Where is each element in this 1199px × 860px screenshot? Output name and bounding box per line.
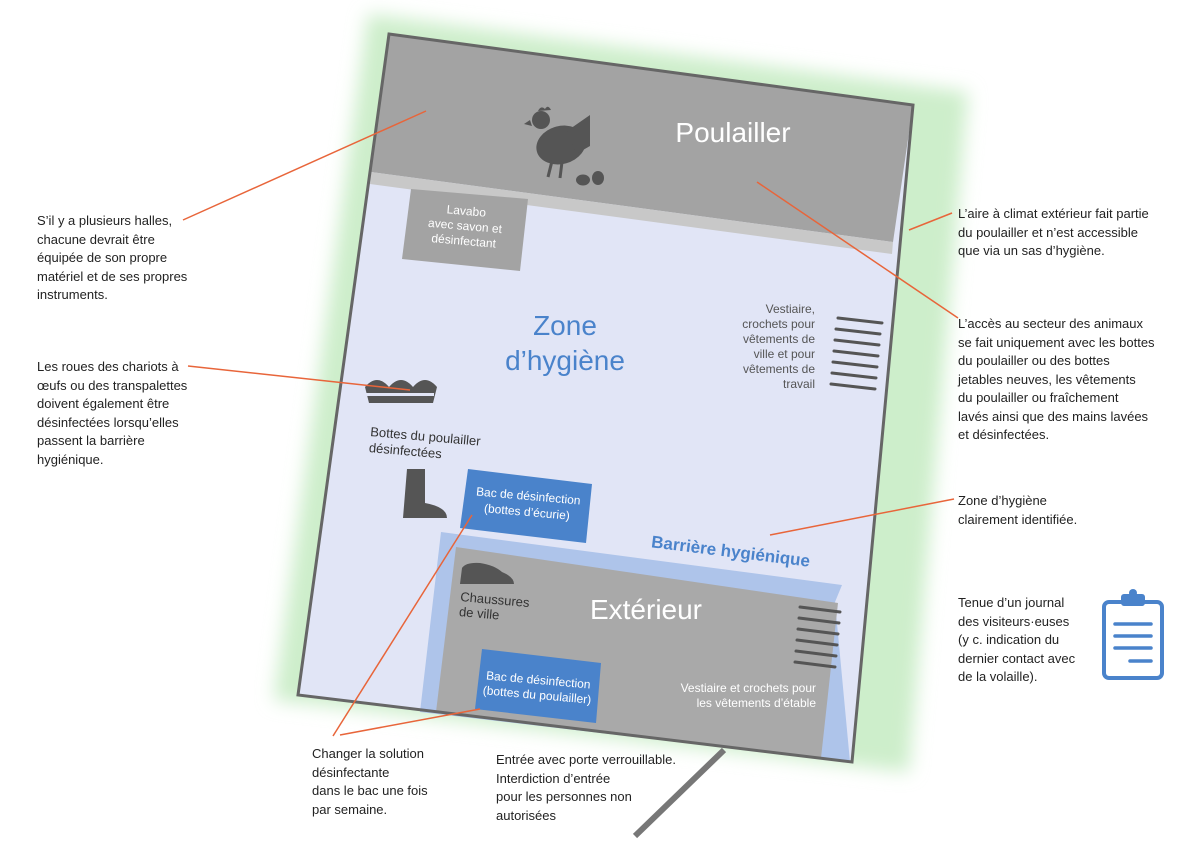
note-entrance-line: pour les personnes non bbox=[496, 789, 632, 804]
label-boots-poultry: Bottes du poulaillerdésinfectées bbox=[368, 424, 482, 465]
room-exterior: Extérieur bbox=[590, 594, 702, 625]
note-access-line: L’accès au secteur des animaux bbox=[958, 316, 1143, 331]
note-access: L’accès au secteur des animaux se fait un… bbox=[958, 315, 1155, 445]
label-sink-line: avec savon et bbox=[428, 216, 504, 236]
label-cloakroom-line: ville et pour bbox=[754, 347, 815, 361]
boot-icon bbox=[403, 469, 447, 518]
label-town-shoes-line: de ville bbox=[458, 604, 500, 622]
label-town-shoes: Chaussuresde ville bbox=[458, 589, 530, 625]
note-journal: Tenue d’un journal des visiteurs·euses (y … bbox=[958, 594, 1075, 687]
label-boots-poultry-line: désinfectées bbox=[368, 440, 443, 461]
note-entrance: Entrée avec porte verrouillable. Interdic… bbox=[496, 751, 676, 825]
note-access-line: et désinfectées. bbox=[958, 427, 1050, 442]
note-solution-line: dans le bac une fois bbox=[312, 783, 428, 798]
note-entrance-line: autorisées bbox=[496, 807, 556, 823]
note-wheels-line: désinfectées lorsqu’elles bbox=[37, 414, 179, 430]
eggs-icon bbox=[576, 171, 604, 186]
note-journal-line: des visiteurs·euses bbox=[958, 613, 1070, 629]
egg-tray-icon bbox=[365, 380, 437, 403]
note-solution-line: par semaine. bbox=[312, 801, 388, 817]
building-outline bbox=[296, 32, 915, 764]
leader-lines bbox=[182, 110, 959, 737]
note-wheels-line: œufs ou des transpalettes bbox=[37, 377, 188, 393]
label-town-shoes-line: Chaussures bbox=[460, 589, 531, 610]
poultry-house-edge bbox=[370, 172, 893, 254]
note-journal-line: (y c. indication du bbox=[958, 632, 1060, 647]
note-access-line: se fait uniquement avec les bottes bbox=[958, 334, 1155, 350]
note-zone-identified-line: Zone d’hygiène bbox=[958, 493, 1047, 508]
leader-solution-a bbox=[332, 514, 473, 737]
shoe-icon bbox=[460, 562, 514, 584]
note-zone-identified: Zone d’hygiène clairement identifiée. bbox=[958, 492, 1077, 529]
room-poultry-house: Poulailler bbox=[675, 117, 790, 148]
note-outdoor-area-line: L’aire à climat extérieur fait partie bbox=[958, 206, 1149, 221]
note-access-line: du poulailler ou des bottes bbox=[958, 353, 1110, 368]
note-halls-line: chacune devrait être bbox=[37, 231, 155, 247]
note-halls: S’il y a plusieurs halles, chacune devrai… bbox=[37, 212, 187, 305]
note-outdoor-area-line: que via un sas d’hygiène. bbox=[958, 243, 1105, 258]
note-halls-line: matériel et de ses propres bbox=[37, 268, 188, 284]
sink-box bbox=[402, 189, 528, 271]
note-wheels: Les roues des chariots à œufs ou des tran… bbox=[37, 358, 187, 469]
leader-outdoor bbox=[908, 212, 953, 231]
note-wheels-line: passent la barrière bbox=[37, 433, 145, 448]
clipboard-icon bbox=[1102, 589, 1164, 680]
chicken-icon bbox=[524, 106, 590, 179]
note-journal-line: de la volaille). bbox=[958, 669, 1038, 684]
note-wheels-line: hygiénique. bbox=[37, 451, 104, 467]
note-entrance-line: Interdiction d’entrée bbox=[496, 770, 611, 786]
leader-zone bbox=[769, 498, 955, 536]
poultry-house-area bbox=[371, 34, 913, 242]
note-solution-line: Changer la solution bbox=[312, 746, 425, 761]
room-hygiene-zone-line1: Zone bbox=[533, 310, 597, 341]
note-halls-line: instruments. bbox=[37, 287, 108, 302]
note-access-line: lavés ainsi que des mains lavées bbox=[958, 408, 1149, 424]
note-wheels-line: Les roues des chariots à bbox=[37, 359, 179, 374]
note-halls-line: équipée de son propre bbox=[37, 250, 168, 265]
label-cloakroom-line: travail bbox=[783, 377, 815, 391]
note-outdoor-area-line: du poulailler et n’est accessible bbox=[958, 224, 1138, 240]
note-entrance-line: Entrée avec porte verrouillable. bbox=[496, 752, 676, 767]
label-cloakroom-line: vêtements de bbox=[743, 362, 815, 376]
hooks-icon bbox=[829, 316, 884, 391]
label-cloakroom-line: crochets pour bbox=[742, 317, 815, 331]
note-journal-line: dernier contact avec bbox=[958, 650, 1076, 666]
hooks-icon bbox=[793, 605, 842, 669]
label-cloakroom-line: Vestiaire, bbox=[766, 302, 815, 316]
room-hygiene-zone-line2: d’hygiène bbox=[505, 345, 625, 376]
note-outdoor-area: L’aire à climat extérieur fait partie du … bbox=[958, 205, 1149, 261]
note-wheels-line: doivent également être bbox=[37, 396, 170, 411]
note-halls-line: S’il y a plusieurs halles, bbox=[37, 213, 173, 228]
tub-stable-boots bbox=[460, 469, 592, 543]
leader-solution-b bbox=[339, 708, 481, 736]
leader-halls bbox=[182, 110, 427, 221]
note-journal-line: Tenue d’un journal bbox=[958, 595, 1065, 610]
label-stable-cloakroom-line: les vêtements d’étable bbox=[697, 696, 817, 710]
note-zone-identified-line: clairement identifiée. bbox=[958, 511, 1078, 527]
label-sink-line: désinfectant bbox=[431, 231, 497, 251]
label-stable-cloakroom-line: Vestiaire et crochets pour bbox=[681, 681, 816, 695]
door-icon bbox=[632, 747, 727, 839]
label-sink: Lavaboavec savon etdésinfectant bbox=[426, 201, 504, 251]
label-sink-line: Lavabo bbox=[446, 202, 487, 219]
note-solution: Changer la solution désinfectante dans le … bbox=[312, 745, 428, 819]
tub-poultry-boots bbox=[475, 649, 601, 723]
leader-access bbox=[756, 181, 959, 319]
note-solution-line: désinfectante bbox=[312, 764, 390, 780]
note-access-line: jetables neuves, les vêtements bbox=[958, 371, 1136, 387]
leader-wheels bbox=[187, 365, 411, 391]
label-cloakroom-line: vêtements de bbox=[743, 332, 815, 346]
note-access-line: du poulailler ou fraîchement bbox=[958, 390, 1119, 405]
